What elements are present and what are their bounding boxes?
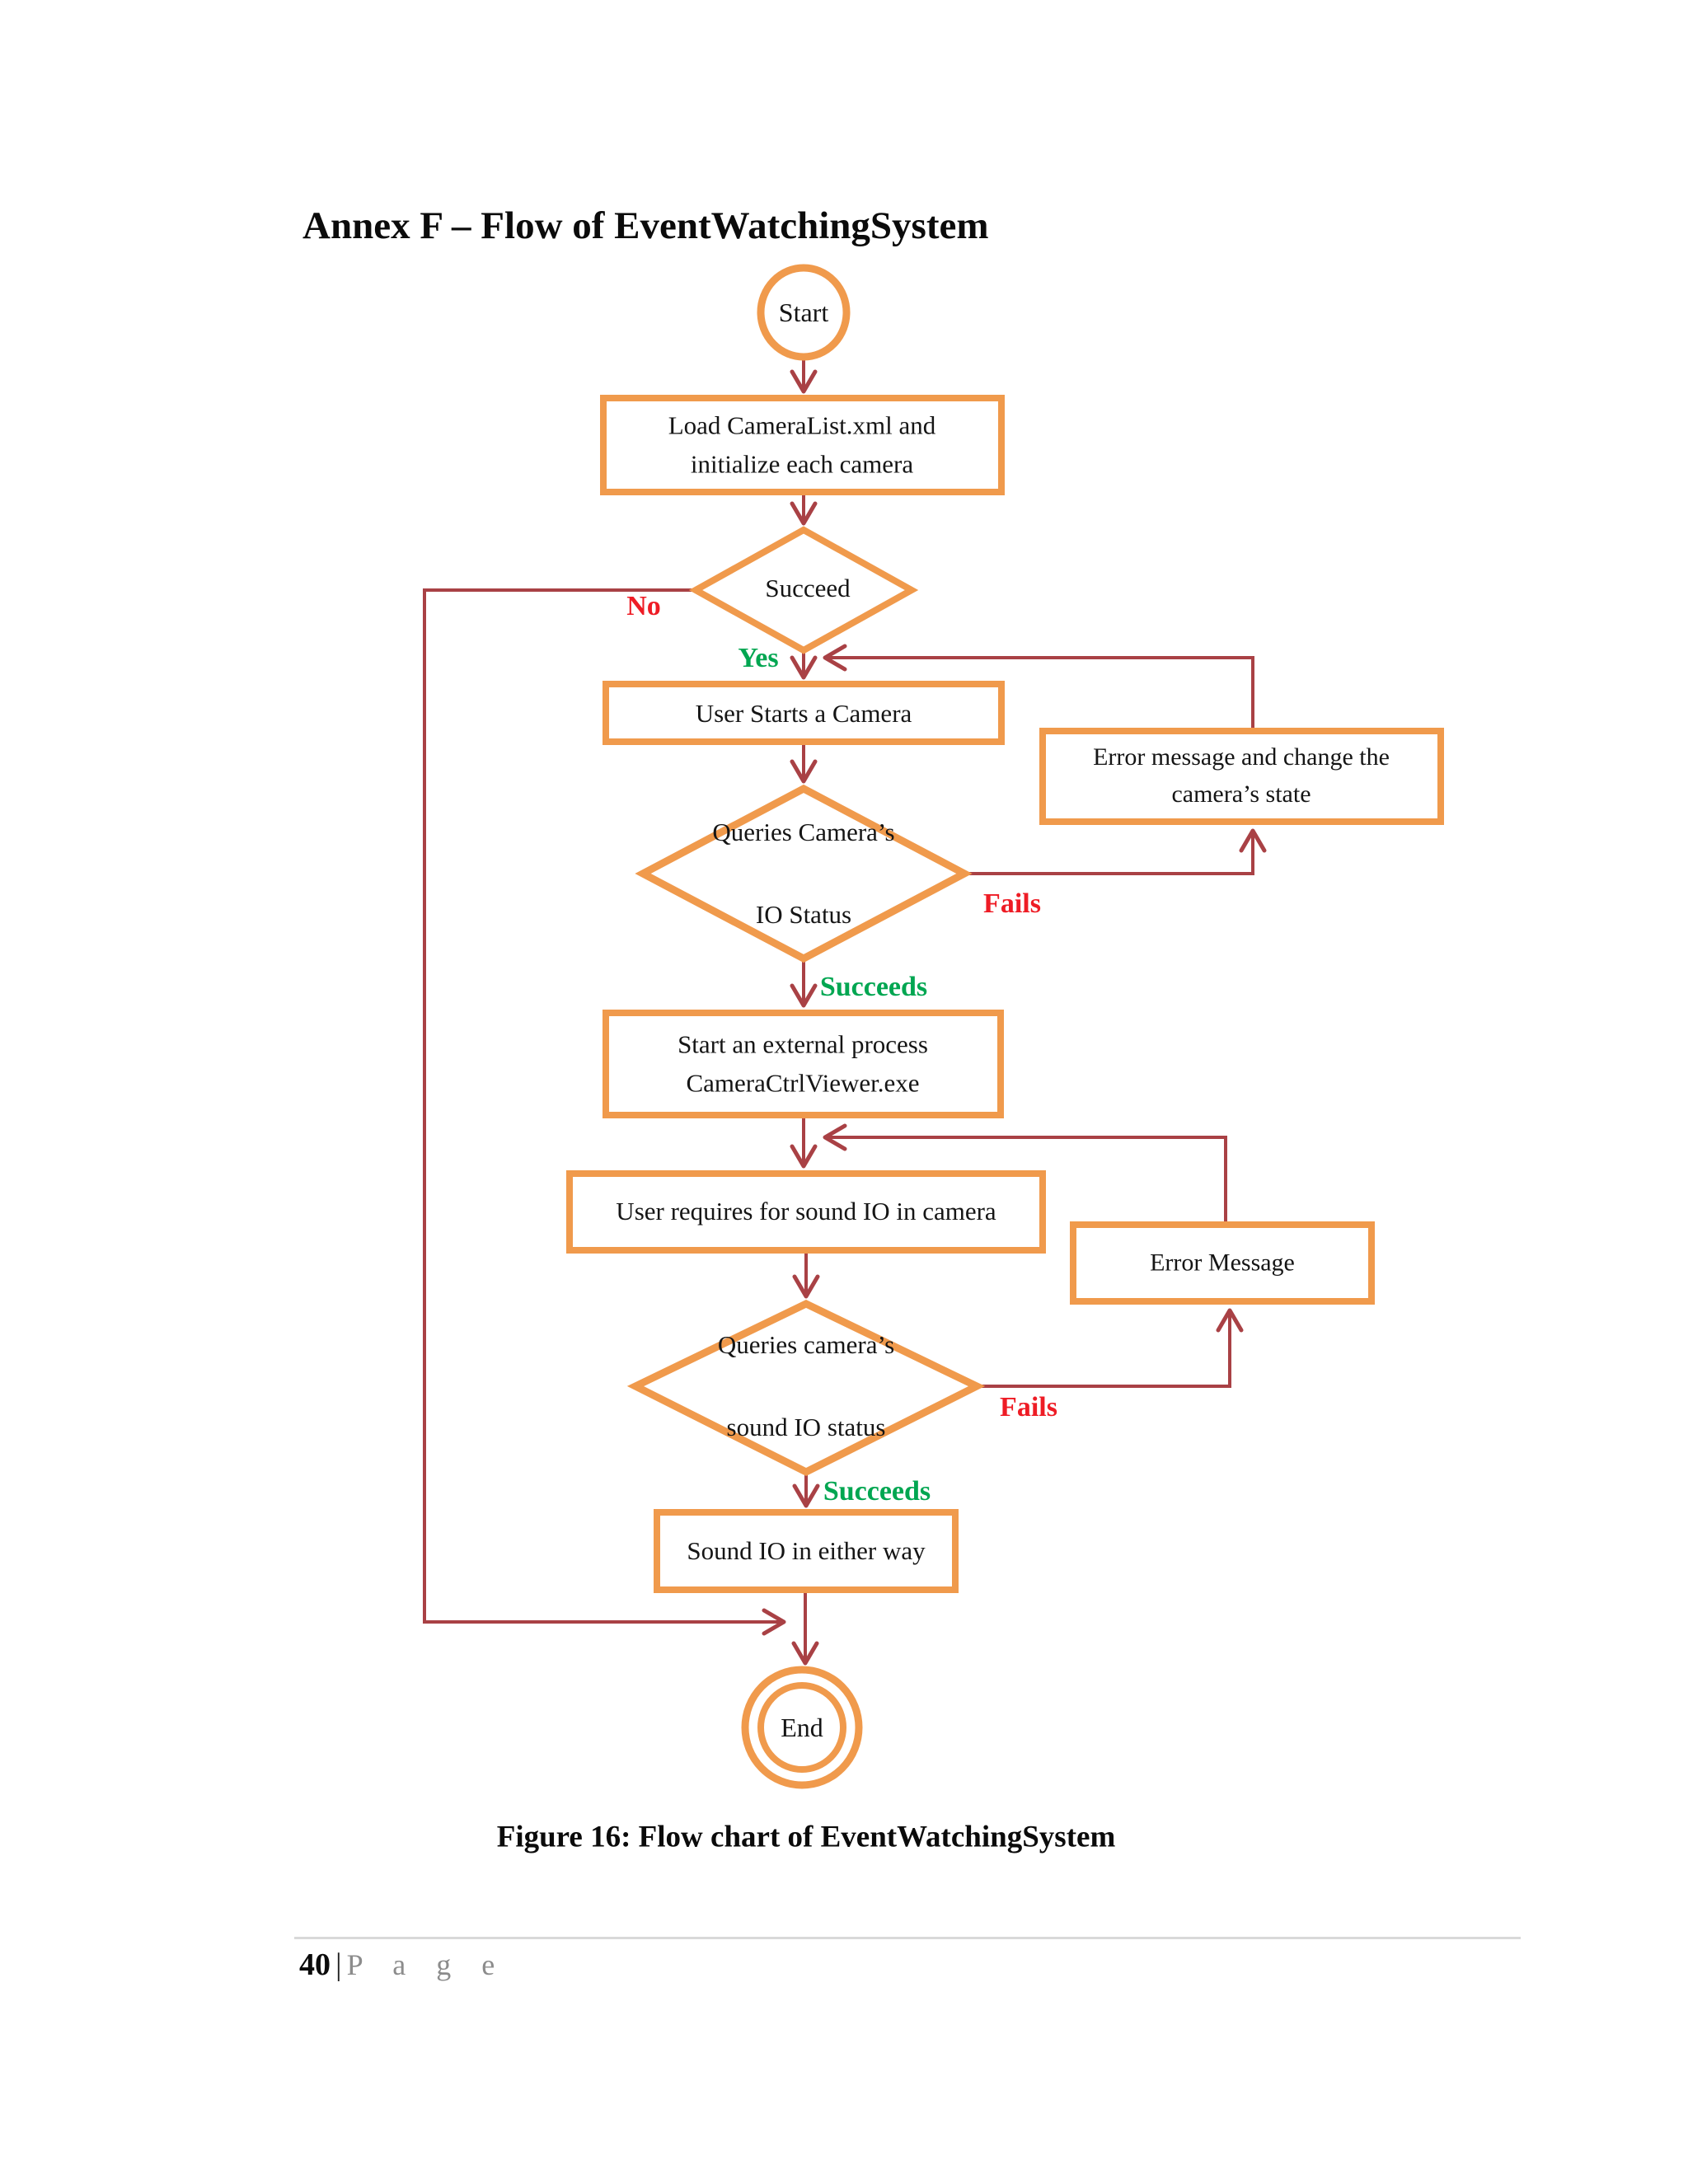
succeed-decision-label: Succeed [765,573,851,602]
sound-io-box [654,1509,959,1593]
sound-io-label: Sound IO in either way [687,1535,926,1565]
error-change-state-line1: Error message and change the [1093,743,1390,771]
edge-no-bypass [423,588,786,1636]
end-label: End [781,1713,823,1742]
page-footer: 40|P a g e [299,1947,506,1983]
footer-page-number: 40 [299,1947,331,1982]
page-title: Annex F – Flow of EventWatchingSystem [302,204,989,247]
edge-label-fails-sound: Fails [1000,1392,1057,1422]
queries-io-line2: IO Status [755,900,852,929]
start-external-process-line2: CameraCtrlViewer.exe [686,1068,920,1097]
edge-label-yes: Yes [738,643,779,673]
edge-error2-feedback [823,1123,1227,1225]
error-change-state-line2: camera’s state [1171,780,1311,808]
queries-io-line1: Queries Camera’s [712,818,895,846]
edge-fails-to-error1 [964,828,1267,875]
figure-caption: Figure 16: Flow chart of EventWatchingSy… [496,1820,1116,1854]
user-starts-camera-box [603,681,1005,745]
load-cameralist-line1: Load CameraList.xml and [668,410,936,440]
footer-divider [294,1937,1521,1939]
footer-separator: | [335,1947,342,1982]
error-change-state-box [1039,728,1444,825]
edge-fails-to-error2 [977,1308,1244,1388]
queries-sound-line2: sound IO status [726,1413,886,1441]
edge-label-succeeds-io: Succeeds [819,972,928,1002]
connector-lines [423,357,1267,1666]
load-cameralist-box [600,395,1005,495]
edge-label-no: No [626,591,661,621]
user-requires-sound-label: User requires for sound IO in camera [616,1196,996,1226]
error-message-box [1070,1221,1375,1305]
start-external-process-box [603,1010,1004,1118]
user-requires-sound-box [566,1170,1046,1254]
edge-label-succeeds-sound: Succeeds [823,1476,931,1507]
end-terminator-inner-shape [757,1682,846,1773]
queries-sound-status-label: Queries camera’s sound IO status [718,1304,894,1469]
queries-sound-line1: Queries camera’s [717,1330,895,1359]
load-cameralist-line2: initialize each camera [690,449,914,478]
error-change-state-label: Error message and change the camera’s st… [1093,738,1390,813]
queries-io-status-label: Queries Camera’s IO Status [712,791,894,956]
user-starts-camera-label: User Starts a Camera [695,698,912,728]
edge-label-fails-io: Fails [983,888,1041,919]
edge-error1-feedback [823,644,1254,731]
flow-shapes [566,264,1444,1789]
succeed-decision-diamond [688,526,919,654]
queries-io-status-diamond [635,784,973,963]
start-external-process-line1: Start an external process [678,1029,928,1059]
start-terminator-shape [757,264,851,361]
error-message-label: Error Message [1150,1249,1295,1277]
queries-sound-status-diamond [626,1300,986,1477]
load-cameralist-label: Load CameraList.xml and initialize each … [668,407,936,484]
start-external-process-label: Start an external process CameraCtrlView… [678,1026,928,1103]
start-label: Start [778,298,829,327]
footer-page-label: P a g e [346,1948,507,1981]
